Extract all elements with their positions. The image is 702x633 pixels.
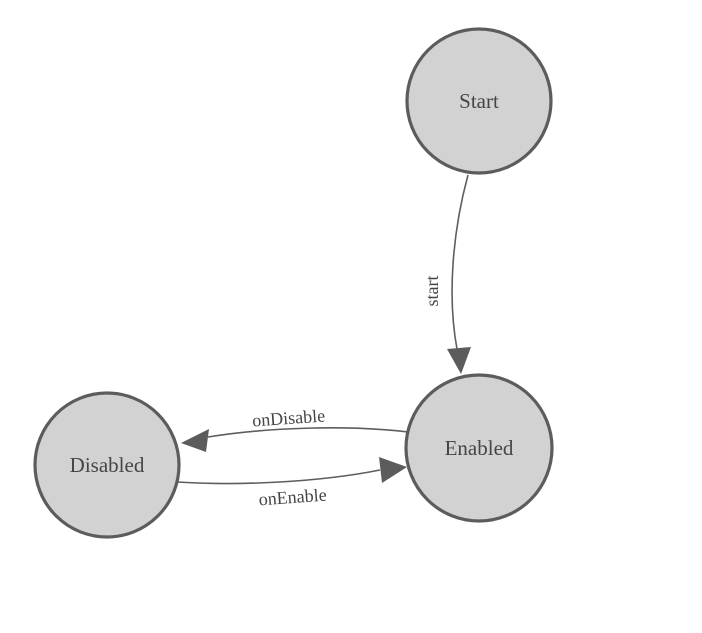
edge-start-to-enabled: start <box>422 174 471 374</box>
node-start: Start <box>405 27 553 175</box>
node-circle-disabled <box>33 391 181 539</box>
edge-label-onenable: onEnable <box>258 485 327 510</box>
node-label-disabled: Disabled <box>70 453 145 477</box>
edge-enabled-to-disabled: onDisable <box>181 405 409 452</box>
edge-disabled-to-enabled: onEnable <box>176 457 407 510</box>
edge-line-onenable <box>176 469 381 485</box>
node-label-start: Start <box>459 89 499 113</box>
arrowhead-left-icon <box>181 429 209 452</box>
edge-label-ondisable: onDisable <box>251 405 325 430</box>
arrowhead-right-icon <box>379 457 407 483</box>
edge-line-start <box>451 174 469 350</box>
edge-label-start: start <box>422 276 442 307</box>
node-label-enabled: Enabled <box>445 436 514 460</box>
node-disabled: Disabled <box>33 391 181 539</box>
arrowhead-down-icon <box>447 347 471 374</box>
node-enabled: Enabled <box>404 373 554 523</box>
node-circle-start <box>405 27 553 175</box>
edge-line-ondisable <box>207 427 409 438</box>
node-circle-enabled <box>404 373 554 523</box>
